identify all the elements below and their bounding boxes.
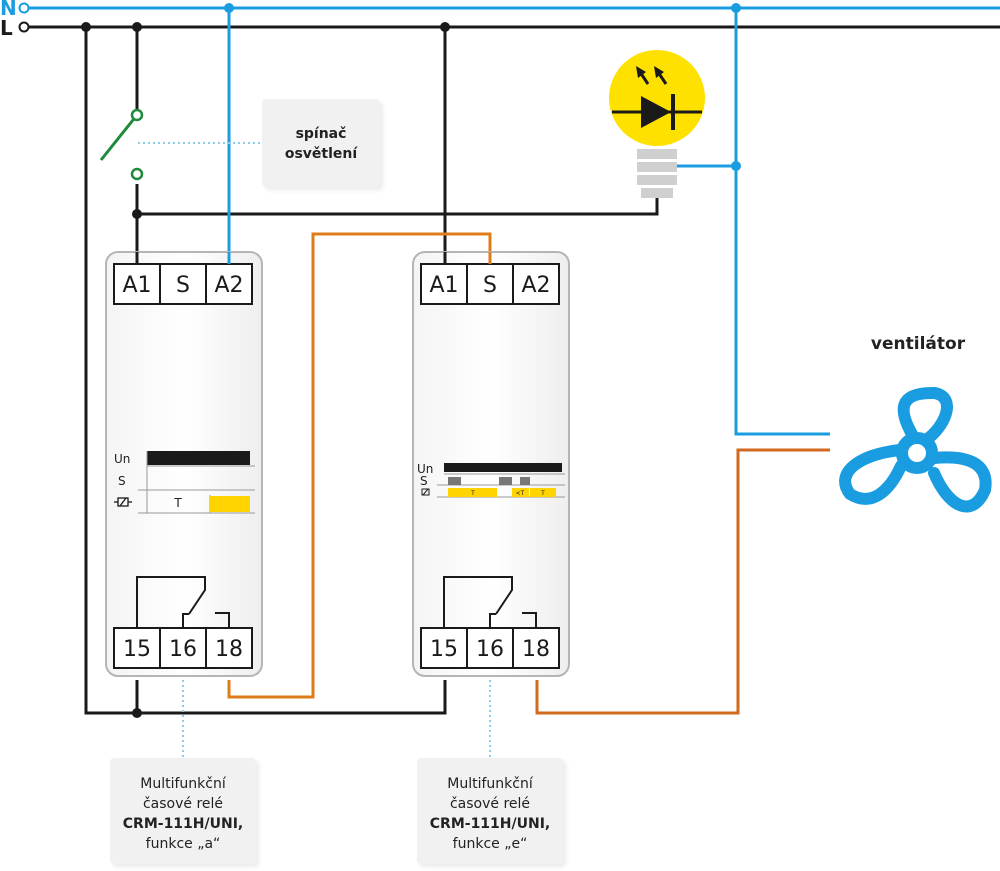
- relay-2-top-terminals: A1 S A2: [420, 263, 560, 305]
- neutral-junctions: [224, 3, 741, 171]
- relay-2-timing-t1: T: [470, 490, 475, 497]
- relay-1-terminal-15: 15: [123, 637, 151, 662]
- relay-1-top-terminals: A1 S A2: [113, 263, 253, 305]
- control-wire: [227, 232, 492, 699]
- relay-2-note-line1: Multifunkční: [447, 776, 534, 792]
- relay-2-bottom-terminals: 15 16 18: [420, 627, 560, 669]
- relay-1-note-line4: funkce „a“: [146, 836, 221, 852]
- switch-note-line2: osvětlení: [285, 146, 359, 162]
- relay-2-terminal-18: 18: [522, 637, 550, 662]
- relay-1-timing-un: Un: [114, 452, 130, 466]
- relay-2-terminal-16: 16: [476, 637, 504, 662]
- relay-2: A1 S A2 Un S T <T T: [412, 251, 570, 677]
- relay-1-terminal-18: 18: [215, 637, 243, 662]
- relay-1-terminal-s: S: [176, 273, 190, 298]
- live-rail: L: [0, 16, 1000, 40]
- relay-1-timing-s: S: [118, 474, 126, 488]
- relay-1-bottom-terminals: 15 16 18: [113, 627, 253, 669]
- live-wiring: [84, 27, 659, 715]
- relay-2-terminal-a2: A2: [521, 273, 550, 298]
- relay-1-contact-symbol: [136, 576, 230, 628]
- relay-2-coil-icon: [421, 488, 430, 496]
- neutral-label: N: [0, 0, 17, 20]
- fan-icon: [839, 386, 992, 513]
- relay-1-terminal-a2: A2: [214, 273, 243, 298]
- switch-note-box: spínač osvětlení: [262, 99, 380, 187]
- neutral-wiring: [227, 8, 830, 436]
- fan-load-wire: [535, 448, 830, 715]
- relay-2-contact-symbol: [443, 576, 537, 628]
- relay-2-terminal-a1: A1: [429, 273, 458, 298]
- relay-2-timing-t3: T: [540, 490, 545, 497]
- relay-1-terminal-16: 16: [169, 637, 197, 662]
- relay-2-timing-un: Un: [417, 462, 433, 476]
- led-bulb-icon: [609, 50, 705, 198]
- relay-1-note-line2: časové relé: [143, 796, 223, 812]
- relay-2-note-box: Multifunkční časové relé CRM-111H/UNI, f…: [417, 758, 563, 864]
- relay-2-timing-s: S: [420, 474, 428, 488]
- relay-1-timing-t: T: [173, 496, 182, 510]
- light-switch: [99, 108, 144, 181]
- relay-1-terminal-a1: A1: [122, 273, 151, 298]
- relay-2-note-line3: CRM-111H/UNI,: [430, 816, 550, 832]
- relay-2-note-line4: funkce „e“: [453, 836, 528, 852]
- live-junctions: [81, 22, 450, 718]
- relay-1-note-box: Multifunkční časové relé CRM-111H/UNI, f…: [110, 758, 256, 864]
- relay-2-note-line2: časové relé: [450, 796, 530, 812]
- relay-1-timing-diagram: Un S T: [114, 451, 255, 514]
- switch-note-line1: spínač: [296, 126, 347, 142]
- relay-coil-icon: [114, 497, 132, 507]
- relay-2-timing-t2: <T: [516, 490, 525, 497]
- relay-2-timing-diagram: Un S T <T T: [417, 462, 565, 498]
- relay-1-note-line3: CRM-111H/UNI,: [123, 816, 243, 832]
- relay-2-terminal-15: 15: [430, 637, 458, 662]
- relay-1: A1 S A2 Un S T: [105, 251, 263, 677]
- fan-label: ventilátor: [871, 334, 966, 354]
- neutral-rail: N: [0, 0, 1000, 20]
- relay-2-terminal-s: S: [483, 273, 497, 298]
- live-label: L: [0, 16, 13, 40]
- relay-1-note-line1: Multifunkční: [140, 776, 227, 792]
